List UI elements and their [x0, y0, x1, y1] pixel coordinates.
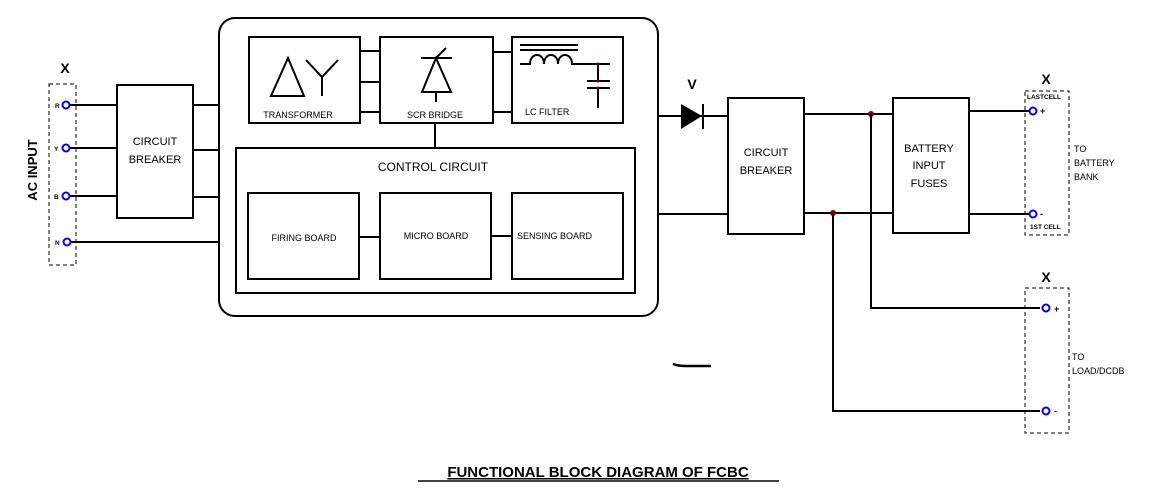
battery-negative-sign: -	[1040, 209, 1043, 219]
load-terminal-block-label: X	[1041, 269, 1051, 285]
load-negative-terminal-icon[interactable]	[1041, 406, 1051, 416]
delta-wye-icon	[269, 55, 339, 97]
ac-terminal-r[interactable]: R	[55, 100, 117, 111]
load-positive-terminal-icon[interactable]	[1041, 303, 1051, 313]
load-positive-sign: +	[1054, 304, 1059, 314]
scr-bridge-block[interactable]: SCR BRIDGE	[379, 36, 494, 124]
battery-negative-terminal-icon[interactable]	[1028, 209, 1038, 219]
fuses-label-1: BATTERY	[904, 143, 954, 155]
micro-board-label: MICRO BOARD	[404, 231, 469, 241]
load-negative-sign: -	[1054, 406, 1057, 416]
sensing-board-label: SENSING BOARD	[517, 231, 593, 241]
diode-icon	[681, 104, 702, 129]
inductor-capacitor-icon	[520, 44, 610, 108]
terminal-n-icon[interactable]	[62, 237, 72, 247]
last-cell-note: LASTCELL	[1027, 94, 1061, 101]
transformer-block[interactable]: TRANSFORMER	[248, 36, 361, 124]
scr-bridge-label: SCR BRIDGE	[407, 110, 463, 120]
terminal-r-icon[interactable]	[61, 100, 71, 110]
battery-positive-terminal-icon[interactable]	[1028, 106, 1038, 116]
firing-board[interactable]: FIRING BOARD	[247, 192, 360, 280]
input-breaker-label-2: BREAKER	[129, 154, 182, 166]
ac-terminal-b[interactable]: B	[54, 191, 117, 202]
transformer-label: TRANSFORMER	[263, 110, 333, 120]
battery-dest-line-1: TO	[1074, 144, 1086, 154]
lc-filter-block[interactable]: LC FILTER	[511, 36, 624, 124]
battery-terminal-block-label: X	[1041, 71, 1051, 87]
input-circuit-breaker[interactable]: CIRCUIT BREAKER	[116, 84, 194, 219]
diode-label: V	[687, 76, 697, 92]
fuses-label-2: INPUT	[913, 160, 946, 172]
first-cell-note: 1ST CELL	[1030, 224, 1061, 231]
control-circuit-title: CONTROL CIRCUIT	[378, 160, 489, 174]
ac-terminal-n[interactable]: N	[55, 237, 219, 248]
ac-terminal-y[interactable]: Y	[54, 143, 117, 154]
lc-filter-label: LC FILTER	[525, 107, 570, 117]
output-circuit-breaker[interactable]: CIRCUIT BREAKER	[727, 97, 805, 235]
terminal-n-label: N	[55, 240, 60, 247]
terminal-b-label: B	[54, 194, 59, 201]
battery-positive-sign: +	[1040, 106, 1045, 116]
terminal-y-label: Y	[54, 146, 59, 153]
load-negative-wire	[832, 213, 1040, 412]
terminal-b-icon[interactable]	[61, 191, 71, 201]
stray-mark	[672, 362, 711, 368]
sensing-board[interactable]: SENSING BOARD	[511, 192, 624, 280]
ac-terminal-block-label: X	[60, 60, 70, 76]
battery-terminal-block: X LASTCELL 1ST CELL + - TO BATTERY BANK	[1024, 71, 1115, 236]
load-dest-line-2: LOAD/DCDB	[1072, 366, 1125, 376]
battery-input-fuses[interactable]: BATTERY INPUT FUSES	[892, 97, 970, 234]
micro-board[interactable]: MICRO BOARD	[379, 192, 492, 280]
thyristor-icon	[420, 47, 453, 102]
load-dest-line-1: TO	[1072, 352, 1084, 362]
ac-input-section: AC INPUT X R Y B N	[25, 60, 219, 266]
firing-board-label: FIRING BOARD	[271, 233, 337, 243]
load-terminal-block: X + - TO LOAD/DCDB	[1024, 269, 1125, 434]
input-breaker-label-1: CIRCUIT	[133, 136, 178, 148]
output-breaker-label-1: CIRCUIT	[744, 147, 789, 159]
terminal-y-icon[interactable]	[61, 143, 71, 153]
battery-dest-line-3: BANK	[1074, 172, 1099, 182]
blocking-diode[interactable]: V	[658, 76, 728, 129]
ac-input-label: AC INPUT	[25, 139, 40, 200]
fuses-label-3: FUSES	[911, 178, 948, 190]
output-breaker-label-2: BREAKER	[740, 165, 793, 177]
load-positive-wire	[870, 114, 1040, 309]
ac-terminal-block	[48, 83, 77, 266]
diagram-title: FUNCTIONAL BLOCK DIAGRAM OF FCBC	[447, 464, 749, 481]
terminal-r-label: R	[55, 103, 60, 110]
battery-dest-line-2: BATTERY	[1074, 158, 1115, 168]
